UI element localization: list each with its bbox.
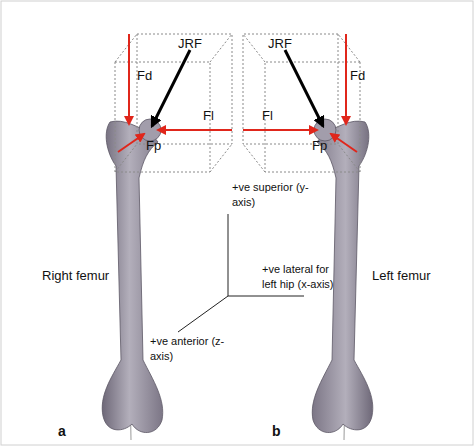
axis-label: +ve anterior (z-axis) xyxy=(150,334,230,364)
force-label: Fd xyxy=(137,68,152,83)
resultant-vector xyxy=(152,50,190,126)
axis-label: +ve lateral for left hip (x-axis) xyxy=(262,262,342,292)
force-label: Fl xyxy=(203,108,214,123)
force-cuboid xyxy=(115,34,232,172)
femoral-head xyxy=(139,119,161,141)
force-label: Fl xyxy=(262,108,273,123)
force-label: Fd xyxy=(350,68,365,83)
panel-letter: b xyxy=(272,424,281,439)
force-label: JRF xyxy=(268,36,292,51)
bone-name: Right femur xyxy=(42,268,109,283)
force-vector xyxy=(128,34,130,124)
force-vector xyxy=(158,129,232,131)
left-femur-panel xyxy=(243,34,373,440)
femur-bone xyxy=(102,121,163,432)
force-label: JRF xyxy=(178,36,202,51)
force-label: Fp xyxy=(146,138,161,153)
bone-name: Left femur xyxy=(372,268,431,283)
force-label: Fp xyxy=(312,138,327,153)
right-femur-panel xyxy=(102,34,232,440)
axis-label: +ve superior (y-axis) xyxy=(232,180,312,210)
panel-letter: a xyxy=(58,424,66,439)
force-vector xyxy=(118,134,144,152)
